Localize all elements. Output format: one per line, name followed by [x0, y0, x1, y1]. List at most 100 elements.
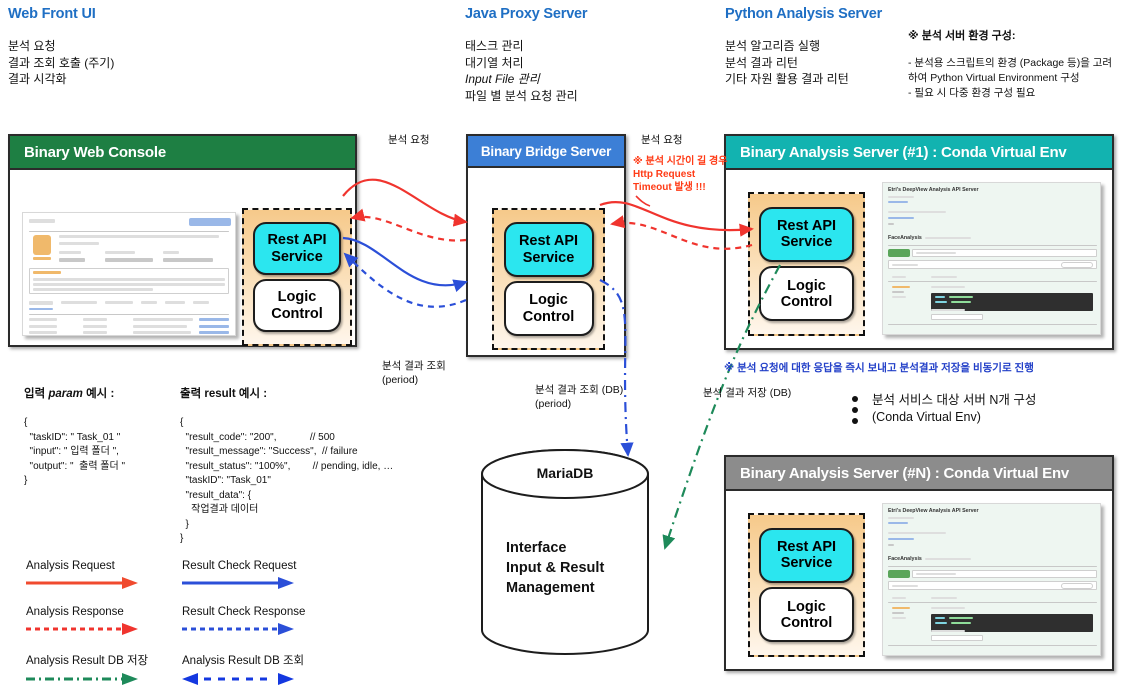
legend-label: Analysis Response: [26, 606, 124, 618]
logic-control-chip[interactable]: Logic Control: [253, 279, 341, 332]
rest-api-service-chip[interactable]: Rest API Service: [503, 222, 594, 277]
param-example: 입력 param 예시 : { "taskID": " Task_01 " "i…: [24, 385, 125, 489]
n-servers-line: 분석 서비스 대상 서버 N개 구성: [872, 393, 1037, 407]
analysisN-swagger-screenshot: Etri's DeepView Analysis API Server Face…: [882, 503, 1101, 656]
legend-arrow-solid-red-icon: [26, 577, 138, 589]
panel-binary-web-console: Binary Web Console: [8, 134, 357, 347]
label-db-result-query: 분석 결과 조회 (DB) (period): [535, 384, 624, 410]
column-line: 태스크 관리: [465, 39, 524, 53]
async-note: ※ 분석 요청에 대한 응답을 즉시 보내고 분석결과 저장을 비동기로 진행: [724, 362, 1034, 374]
legend-arrow-dashed-red-icon: [26, 623, 138, 635]
column-bullets: 분석 요청 결과 조회 호출 (주기) 결과 시각화: [8, 38, 114, 88]
timeout-warning-line: Http Request: [633, 169, 696, 180]
analysis1-swagger-screenshot: Etri's DeepView Analysis API Server Face…: [882, 182, 1101, 335]
env-note-line: 하여 Python Virtual Environment 구성: [908, 72, 1080, 84]
panel-binary-bridge-server: Binary Bridge Server Rest API Service Lo…: [466, 134, 626, 357]
chip-line: Rest API: [267, 232, 327, 249]
legend-arrow-dashdot-blue-bidir-icon: [182, 673, 294, 685]
label-analysis-request-right: 분석 요청: [641, 134, 683, 146]
column-java-proxy-server: Java Proxy Server 태스크 관리 대기열 처리 Input Fi…: [465, 6, 588, 104]
timeout-warning: ※ 분석 시간이 길 경우 Http Request Timeout 발생 !!…: [633, 155, 727, 194]
env-note-line: - 분석용 스크립트의 환경 (Package 등)을 고려: [908, 57, 1113, 69]
chip-line: Logic: [787, 598, 826, 615]
column-line: 파일 별 분석 요청 관리: [465, 88, 578, 103]
chip-line: Control: [271, 305, 323, 322]
panel-title: Binary Web Console: [10, 136, 355, 170]
database-body-line: Input & Result: [506, 560, 605, 576]
column-line: 기타 자원 활용 결과 리턴: [725, 72, 849, 86]
env-note: ※ 분석 서버 환경 구성: - 분석용 스크립트의 환경 (Package 등…: [908, 27, 1112, 101]
legend-arrow-dashed-blue-icon: [182, 623, 294, 635]
result-example-body: { "result_code": "200", // 500 "result_m…: [180, 417, 394, 544]
legend-left-column: Analysis Request Analysis Response Analy…: [26, 560, 148, 698]
legend-label: Analysis Result DB 조회: [182, 655, 305, 667]
panel-binary-analysis-server-1: Binary Analysis Server (#1) : Conda Virt…: [724, 134, 1114, 350]
param-example-body: { "taskID": " Task_01 " "input": " 입력 폴더…: [24, 417, 126, 486]
legend-arrow-dashdot-green-icon: [26, 673, 138, 685]
label-analysis-request-left: 분석 요청: [388, 134, 430, 146]
legend-item: Result Check Request: [182, 560, 305, 606]
rest-api-service-chip[interactable]: Rest API Service: [759, 206, 854, 262]
database-name: MariaDB: [536, 465, 594, 481]
chip-line: Rest API: [776, 538, 837, 555]
column-line: Input File 관리: [465, 71, 587, 88]
logic-control-chip[interactable]: Logic Control: [759, 266, 854, 322]
rest-api-service-chip[interactable]: Rest API Service: [759, 527, 854, 583]
legend-label: Result Check Response: [182, 606, 306, 618]
legend-item: Analysis Result DB 조회: [182, 652, 305, 698]
result-example-title: 출력 result 예시 :: [180, 388, 268, 400]
database-body-line: Management: [506, 580, 595, 596]
mariadb-cylinder: MariaDB Interface Input & Result Managem…: [480, 448, 650, 656]
arrow-result-check-response-bridge-to-web: [343, 252, 467, 308]
param-title-prefix: 입력: [24, 388, 49, 400]
n-servers-line: (Conda Virtual Env): [872, 410, 981, 424]
chip-line: Logic: [529, 292, 568, 309]
column-line: 결과 조회 호출 (주기): [8, 55, 115, 70]
chip-line: Rest API: [776, 217, 837, 234]
logic-control-chip[interactable]: Logic Control: [759, 587, 854, 643]
column-title: Web Front UI: [8, 6, 96, 22]
database-body: Interface Input & Result Management: [506, 538, 604, 598]
env-note-title: ※ 분석 서버 환경 구성:: [908, 30, 1016, 42]
logic-control-chip[interactable]: Logic Control: [503, 281, 594, 336]
column-web-front-ui: Web Front UI 분석 요청 결과 조회 호출 (주기) 결과 시각화: [8, 6, 114, 88]
column-bullets: 태스크 관리 대기열 처리 Input File 관리 파일 별 분석 요청 관…: [465, 38, 587, 104]
legend-label: Analysis Result DB 저장: [26, 655, 149, 667]
timeout-warning-line: Timeout 발생 !!!: [633, 182, 706, 193]
timeout-warning-line: ※ 분석 시간이 길 경우: [633, 156, 728, 167]
arrow-result-check-request-web-to-bridge: [342, 236, 468, 293]
chip-line: Service: [780, 555, 833, 572]
result-example: 출력 result 예시 : { "result_code": "200", /…: [180, 385, 393, 547]
legend-arrow-solid-blue-icon: [182, 577, 294, 589]
bridge-service-group: Rest API Service Logic Control: [492, 208, 605, 350]
legend-item: Result Check Response: [182, 606, 305, 652]
panel-title: Binary Bridge Server: [468, 136, 624, 168]
vertical-ellipsis-icon: [852, 396, 858, 429]
column-python-analysis-server: Python Analysis Server 분석 알고리즘 실행 분석 결과 …: [725, 6, 882, 88]
n-servers-note: 분석 서비스 대상 서버 N개 구성 (Conda Virtual Env): [872, 392, 1036, 426]
legend-item: Analysis Response: [26, 606, 148, 652]
column-title: Java Proxy Server: [465, 6, 588, 22]
arrow-analysis-request-web-to-bridge: [342, 178, 468, 227]
column-line: 결과 시각화: [8, 72, 67, 86]
panel-title: Binary Analysis Server (#N) : Conda Virt…: [726, 457, 1112, 491]
chip-line: Rest API: [518, 233, 579, 250]
analysis1-service-group: Rest API Service Logic Control: [748, 192, 865, 336]
param-title-italic: param: [48, 388, 83, 400]
panel-title: Binary Analysis Server (#1) : Conda Virt…: [726, 136, 1112, 170]
chip-line: Logic: [787, 277, 826, 294]
analysisN-service-group: Rest API Service Logic Control: [748, 513, 865, 657]
chip-line: Control: [522, 308, 575, 325]
column-title: Python Analysis Server: [725, 6, 883, 22]
column-line: 대기열 처리: [465, 55, 524, 70]
swagger-heading: Etri's DeepView Analysis API Server: [888, 187, 979, 193]
chip-line: Service: [522, 249, 575, 266]
web-console-screenshot: [22, 212, 236, 336]
rest-api-service-chip[interactable]: Rest API Service: [253, 222, 341, 275]
chip-line: Control: [780, 293, 833, 310]
column-line-italic: Input File 관리: [465, 72, 540, 86]
legend-item: Analysis Request: [26, 560, 148, 606]
warning-leader-line: [635, 195, 651, 207]
column-line: 분석 알고리즘 실행: [725, 39, 820, 53]
swagger-tag: FaceAnalysis: [888, 556, 922, 562]
